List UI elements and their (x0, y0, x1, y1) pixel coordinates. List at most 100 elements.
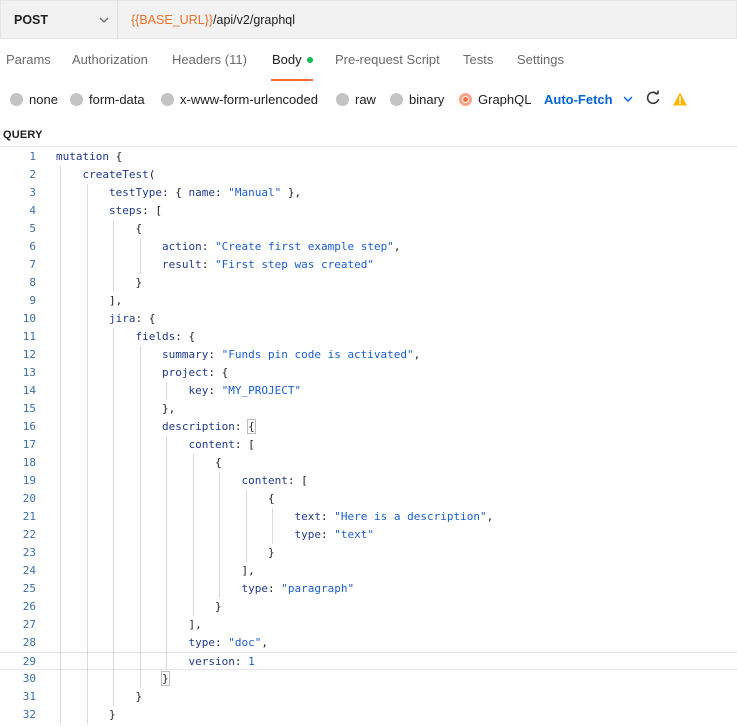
code-line[interactable]: 9], (0, 292, 737, 310)
tab-body[interactable]: Body (272, 52, 313, 67)
code-text: text: "Here is a description", (295, 508, 494, 526)
code-line[interactable]: 31} (0, 688, 737, 706)
code-token: content (241, 474, 288, 487)
code-token: mutation (56, 150, 109, 163)
radio-label: form-data (89, 92, 145, 107)
code-text: testType: { name: "Manual" }, (109, 184, 301, 202)
radio-graphql[interactable]: GraphQL (459, 92, 531, 107)
code-line[interactable]: 16 description: { (0, 418, 737, 436)
code-token: action (162, 240, 202, 253)
code-line[interactable]: 26} (0, 598, 737, 616)
code-line[interactable]: 30} (0, 670, 737, 688)
line-number: 17 (22, 438, 36, 451)
line-number: 31 (22, 690, 36, 703)
radio-none[interactable]: none (10, 92, 58, 107)
code-token: jira (109, 312, 136, 325)
code-token: ], (188, 618, 202, 631)
method-select[interactable]: POST (0, 0, 117, 39)
code-line[interactable]: 4 steps: [ (0, 202, 737, 220)
radio-x-www-form-urlencoded[interactable]: x-www-form-urlencoded (161, 92, 318, 107)
code-line[interactable]: 24], (0, 562, 737, 580)
radio-circle-icon (10, 93, 23, 106)
tab-pre-request-script[interactable]: Pre-request Script (335, 52, 440, 67)
code-token: , (393, 240, 401, 253)
code-token: "doc" (228, 636, 262, 649)
radio-raw[interactable]: raw (336, 92, 376, 107)
line-number: 28 (22, 636, 36, 649)
code-text: { (215, 454, 222, 472)
code-text: description: { (162, 418, 256, 436)
line-number: 16 (22, 420, 36, 433)
code-token: : [ (142, 204, 162, 217)
radio-selected-icon (459, 93, 472, 106)
line-number: 4 (29, 204, 36, 217)
code-text: type: "paragraph" (242, 580, 355, 598)
line-number: 22 (22, 528, 36, 541)
code-token: , (413, 348, 421, 361)
radio-label: GraphQL (478, 92, 532, 107)
code-text: } (161, 670, 170, 688)
code-token: name (188, 186, 215, 199)
tab-params[interactable]: Params (6, 52, 51, 67)
code-token: : (201, 258, 215, 271)
code-line[interactable]: 18{ (0, 454, 737, 472)
indent-guide (60, 166, 61, 724)
warning-icon[interactable] (672, 91, 688, 107)
radio-form-data[interactable]: form-data (70, 92, 145, 107)
line-number: 2 (29, 168, 36, 181)
code-line[interactable]: 32} (0, 706, 737, 724)
tab-headers[interactable]: Headers (11) (172, 52, 247, 67)
code-token: : (208, 348, 222, 361)
url-input[interactable]: {{BASE_URL}}/api/v2/graphql (117, 0, 737, 39)
tab-settings[interactable]: Settings (517, 52, 564, 67)
refresh-icon[interactable] (645, 90, 661, 106)
code-token: steps (109, 204, 143, 217)
chevron-down-icon (99, 17, 109, 23)
code-token: : (234, 655, 249, 668)
code-text: action: "Create first example step", (162, 238, 400, 256)
code-token: "Funds pin code is activated" (221, 348, 414, 361)
code-line[interactable]: 8} (0, 274, 737, 292)
line-number: 25 (22, 582, 36, 595)
code-line[interactable]: 20{ (0, 490, 737, 508)
tab-tests[interactable]: Tests (463, 52, 494, 67)
code-token: content (188, 438, 235, 451)
indent-guide (272, 508, 273, 544)
body-indicator-dot (306, 56, 313, 63)
code-token: type (294, 528, 322, 541)
radio-circle-icon (161, 93, 174, 106)
code-token: } (135, 690, 143, 703)
code-token: key (188, 384, 209, 397)
code-token: testType (109, 186, 162, 199)
chevron-down-icon[interactable] (621, 92, 635, 106)
indent-guide (113, 220, 114, 292)
code-line[interactable]: 23} (0, 544, 737, 562)
code-token: : (321, 510, 335, 523)
code-token: : (234, 420, 249, 433)
code-line[interactable]: 5{ (0, 220, 737, 238)
code-text: } (268, 544, 275, 562)
tab-authorization[interactable]: Authorization (72, 52, 148, 67)
radio-binary[interactable]: binary (390, 92, 444, 107)
code-line[interactable]: 15}, (0, 400, 737, 418)
code-line[interactable]: 27], (0, 616, 737, 634)
auto-fetch-button[interactable]: Auto-Fetch (544, 92, 613, 107)
code-line[interactable]: 25 type: "paragraph" (0, 580, 737, 598)
